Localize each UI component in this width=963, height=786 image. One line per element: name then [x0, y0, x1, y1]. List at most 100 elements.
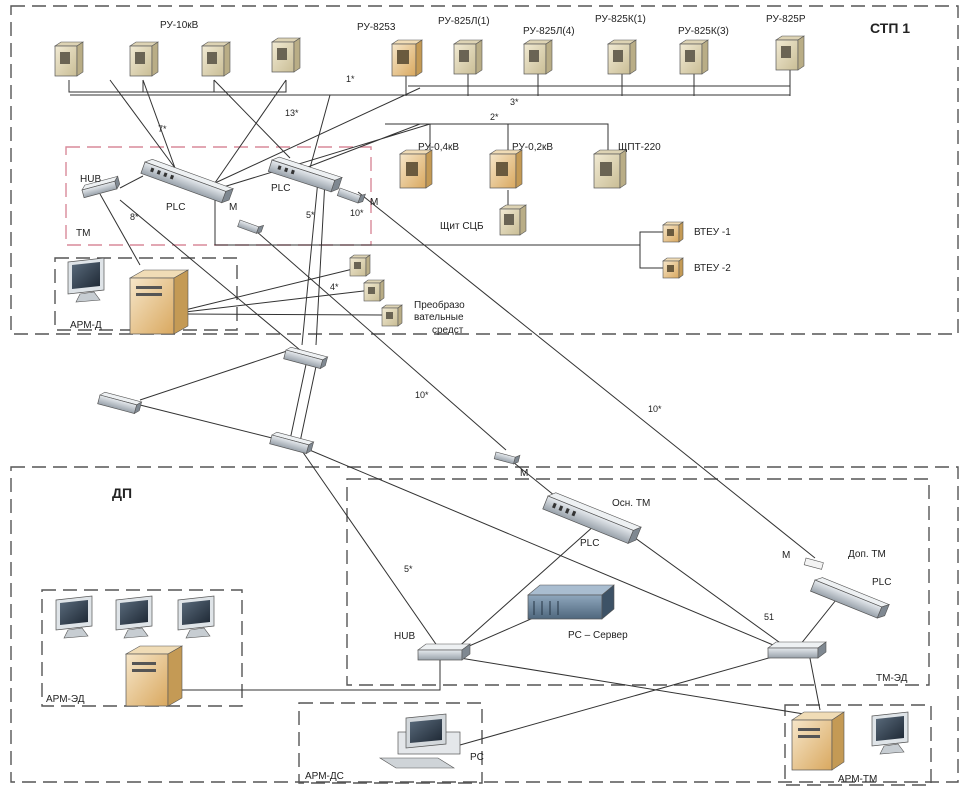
- pc-tower-icon: [124, 645, 184, 707]
- cabinet-icon: [499, 204, 527, 236]
- cabinet-icon: [129, 41, 159, 77]
- cabinet-icon: [593, 149, 627, 189]
- label-m-4: М: [782, 550, 790, 561]
- zone-label-arm-ed: АРМ-ЭД: [46, 694, 85, 705]
- workstation-arm-tm: [791, 711, 909, 771]
- converter-icon: [381, 304, 403, 327]
- cable-mark-13: 13*: [285, 108, 299, 118]
- cable-mark-8: 8*: [130, 212, 139, 222]
- label-plc-dop: PLC: [872, 577, 891, 588]
- zone-arm-tm: [784, 704, 932, 786]
- link-plc-ru825: [214, 87, 431, 189]
- label-ru-825r: РУ-825Р: [766, 14, 806, 25]
- pc-tower-icon: [128, 269, 190, 335]
- label-osn-tm: Осн. ТМ: [612, 498, 650, 509]
- monitor-icon: [67, 257, 105, 303]
- modem-icon: [336, 187, 366, 204]
- cable-mark-5: 5*: [306, 210, 315, 220]
- cable-mark-2: 2*: [490, 112, 499, 122]
- pc-tower-icon: [791, 711, 845, 771]
- ring-switch-units: [97, 346, 521, 465]
- workstation-arm-ed: [55, 595, 215, 707]
- workstation-arm-d: [67, 257, 190, 335]
- cabinets-lv: [399, 149, 627, 236]
- cable-mark-3: 3*: [510, 97, 519, 107]
- zone-dp: [10, 466, 959, 783]
- cabinet-icon: [201, 41, 231, 77]
- zone-title-stp1: СТП 1: [870, 20, 910, 36]
- label-hub-top: HUB: [80, 174, 101, 185]
- zone-arm-ed: [41, 589, 243, 707]
- cabinets-ru10kv: [54, 37, 301, 77]
- converter-icon: [349, 254, 371, 277]
- label-ru-02kv: РУ-0,2кВ: [512, 142, 553, 153]
- cable-mark-5b: 5*: [404, 564, 413, 574]
- label-vteu-1: ВТЕУ -1: [694, 227, 731, 238]
- modem-icon: [803, 557, 824, 570]
- zone-label-tm: ТМ: [76, 228, 90, 239]
- cabinet-icon: [453, 39, 483, 75]
- vteu-units: [662, 221, 684, 279]
- label-ru-10kv: РУ-10кВ: [160, 20, 199, 31]
- monitor-icon: [177, 595, 215, 639]
- cabinet-icon: [523, 39, 553, 75]
- cabinet-icon: [489, 149, 523, 189]
- bus-ru825: [70, 70, 791, 96]
- label-vteu-2: ВТЕУ -2: [694, 263, 731, 274]
- label-preobraz-2: вательные: [414, 312, 464, 323]
- label-hub-bottom: HUB: [394, 631, 415, 642]
- label-plc-osn: PLC: [580, 538, 599, 549]
- label-ru-825k1: РУ-825К(1): [595, 14, 646, 25]
- label-shit-sob: Щит СЦБ: [440, 221, 484, 232]
- link-m-osn: [507, 457, 561, 501]
- cabinet-icon: [399, 149, 433, 189]
- vteu-icon: [662, 221, 684, 243]
- link-pc-sw: [459, 651, 791, 746]
- label-preobraz-3: средст: [432, 325, 464, 336]
- cable-mark-4: 4*: [330, 282, 339, 292]
- vteu-icon: [662, 257, 684, 279]
- label-plc-1: PLC: [166, 202, 185, 213]
- connection-lines: [68, 70, 841, 746]
- monitor-icon: [55, 595, 93, 639]
- hub-icon: [81, 175, 121, 199]
- plc-units-top: [81, 156, 366, 234]
- label-shpt-220: ЩПТ-220: [618, 142, 661, 153]
- monitor-icon: [871, 711, 909, 755]
- zone-label-arm-d: АРМ-Д: [70, 320, 102, 331]
- link-hub-armed: [170, 658, 441, 691]
- label-m-2: М: [370, 197, 378, 208]
- bus-ru04: [385, 123, 609, 150]
- text-labels: СТП 1 ДП ТМ АРМ-Д АРМ-ЭД АРМ-ДС ТМ-ЭД АР…: [46, 14, 910, 785]
- modem-icon: [237, 219, 265, 234]
- converter-icon: [363, 279, 385, 302]
- plc-icon: [140, 159, 235, 204]
- link-osn-hub: [454, 524, 791, 651]
- link-m-plc: [247, 223, 507, 451]
- link-plc-ring: [301, 179, 326, 346]
- zone-borders: [10, 5, 959, 786]
- switch-icon: [283, 346, 329, 370]
- label-preobraz-1: Преобразо: [414, 299, 465, 311]
- zone-arm-ds: [298, 702, 483, 784]
- dp-equipment: [417, 492, 891, 661]
- workstation-arm-ds: [378, 713, 461, 769]
- cabinet-icon: [679, 39, 709, 75]
- link-plc2-ru10: [213, 79, 331, 169]
- cable-mark-10c: 10*: [648, 404, 662, 414]
- cabinets-ru825: [391, 35, 805, 77]
- monitor-icon: [115, 595, 153, 639]
- label-ru-825k3: РУ-825К(3): [678, 26, 729, 37]
- hub-icon: [417, 643, 471, 661]
- link-ring-hub: [299, 445, 786, 651]
- cabinet-icon: [54, 41, 84, 77]
- cable-mark-1: 1*: [346, 74, 355, 84]
- label-dop-tm: Доп. ТМ: [848, 549, 886, 560]
- cable-mark-10b: 10*: [415, 390, 429, 400]
- link-hub-armtm: [459, 657, 811, 716]
- zone-tm-ed: [346, 478, 930, 686]
- link-m2-dop: [357, 191, 816, 559]
- label-m-3: М: [520, 468, 528, 479]
- zone-label-tm-ed: ТМ-ЭД: [876, 673, 908, 684]
